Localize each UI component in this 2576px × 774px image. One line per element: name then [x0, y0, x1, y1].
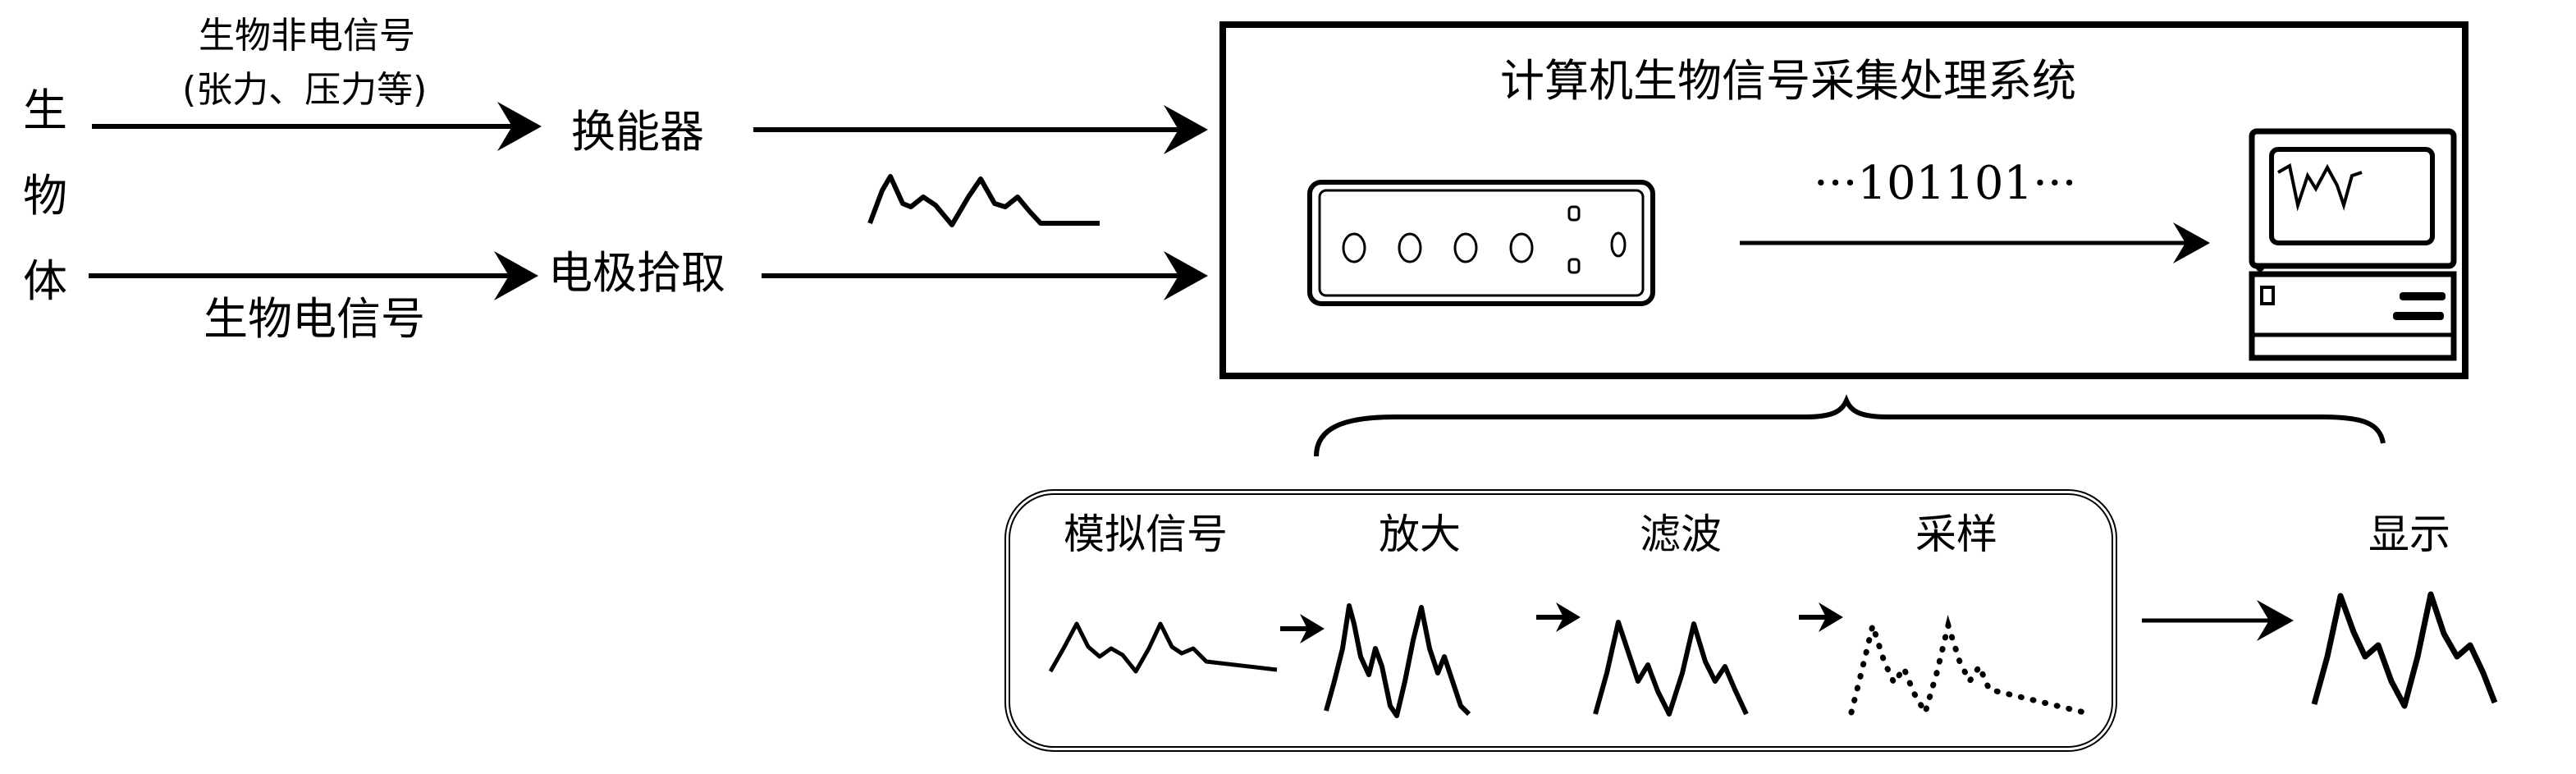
step-amplify-label: 放大 [1379, 511, 1461, 558]
step-filter-label: 滤波 [1640, 511, 1722, 558]
filtered-signal-wave [1593, 620, 1749, 717]
display-signal-wave [2311, 591, 2498, 709]
processing-steps-box [1004, 489, 2117, 752]
digital-stream-label: ···101101··· [1814, 157, 2077, 210]
system-title: 计算机生物信号采集处理系统 [1500, 55, 2076, 107]
step-sampling-label: 采样 [1915, 511, 1997, 558]
acquisition-device-icon [1307, 180, 1655, 306]
organism-char-1: 生 [23, 85, 67, 136]
amplified-signal-wave [1324, 603, 1471, 718]
raw-signal-wave [867, 174, 1100, 227]
curly-brace [1314, 394, 2386, 457]
bioelectric-signal-label: 生物电信号 [204, 293, 425, 345]
sampled-signal-wave [1848, 615, 2088, 720]
electrode-pickup-label: 电极拾取 [548, 247, 725, 299]
computer-icon [2249, 128, 2457, 361]
non-electric-signal-label: 生物非电信号 [199, 15, 415, 57]
organism-char-2: 物 [23, 170, 67, 222]
transducer-label: 换能器 [571, 106, 704, 158]
organism-char-3: 体 [23, 255, 67, 307]
non-electric-signal-examples: (张力、压力等) [182, 69, 428, 111]
display-label: 显示 [2368, 511, 2450, 558]
acquisition-system-box [1219, 21, 2468, 379]
step-analog-signal-label: 模拟信号 [1064, 511, 1228, 558]
analog-signal-wave [1048, 621, 1278, 674]
